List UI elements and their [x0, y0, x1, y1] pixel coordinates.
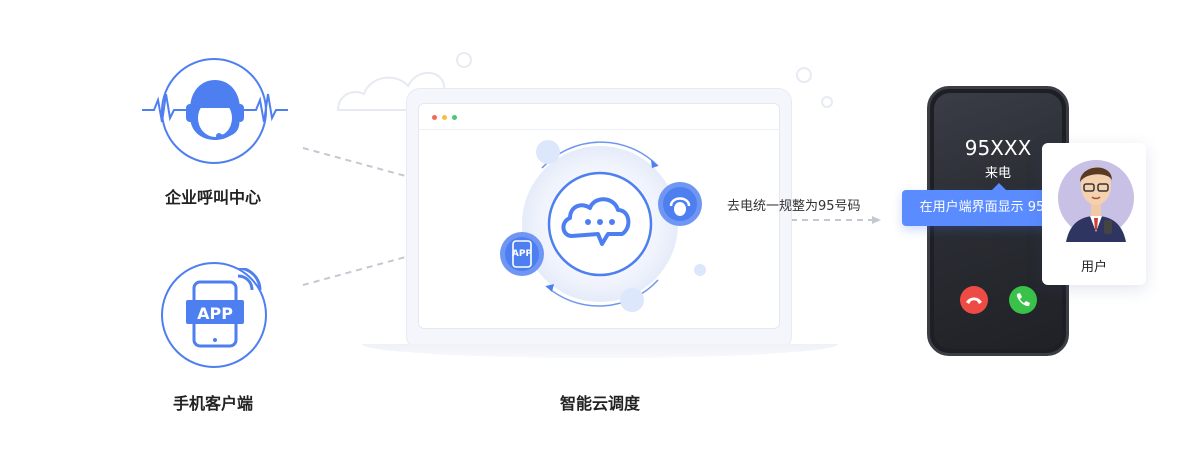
- laptop-base: [362, 344, 838, 358]
- tooltip-arrow: [992, 183, 1006, 190]
- window-minimize-dot: [442, 115, 447, 120]
- app-badge-text: APP: [511, 249, 533, 259]
- user-avatar-icon: [1058, 160, 1134, 242]
- accept-call-icon: [1009, 286, 1037, 314]
- caller-subtitle: 来电: [984, 166, 1011, 181]
- call-buttons: [960, 286, 1037, 314]
- call-center-label: 企业呼叫中心: [164, 188, 261, 207]
- caller-number: 95XXX: [964, 136, 1032, 160]
- cloud-dispatch-graphic: [500, 140, 706, 312]
- window-maximize-dot: [452, 115, 457, 120]
- headset-agent-icon: [142, 80, 288, 140]
- edge-label: 去电统一规整为95号码: [727, 199, 861, 214]
- window-close-dot: [432, 115, 437, 120]
- mobile-app-icon: [186, 268, 262, 348]
- mobile-client-label: 手机客户端: [172, 394, 253, 413]
- cloud-dispatch-label: 智能云调度: [559, 394, 640, 413]
- mobile-app-text: APP: [197, 304, 233, 323]
- laptop-titlebar: [418, 103, 780, 130]
- user-label: 用户: [1080, 260, 1107, 275]
